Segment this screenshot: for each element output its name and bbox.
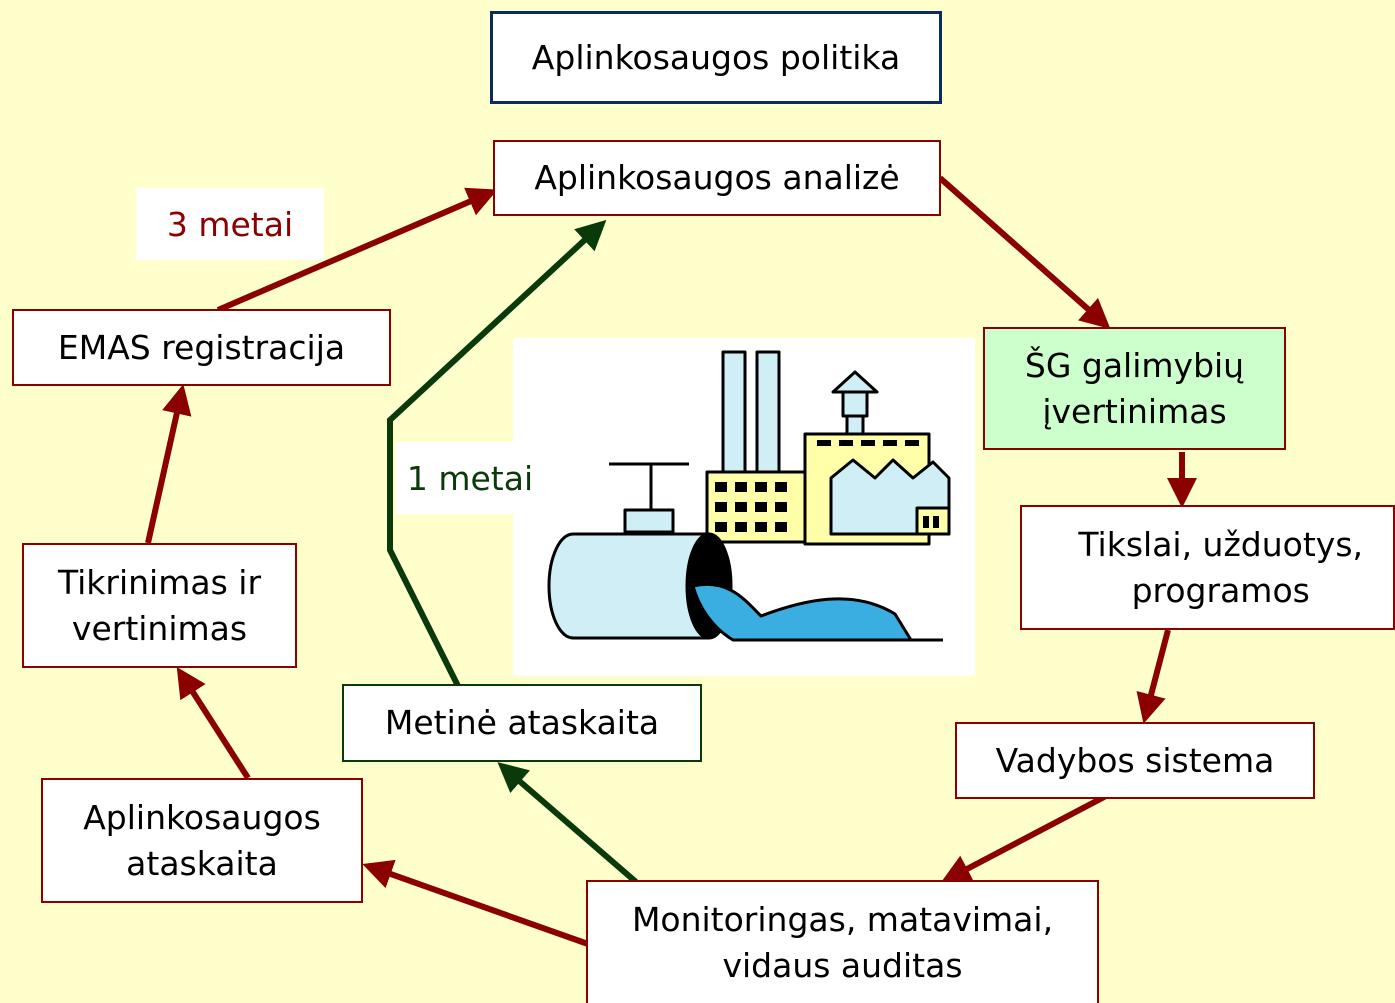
arrow-monitoring-to-env-report (362, 859, 590, 947)
verification-box: Tikrinimas ir vertinimas (22, 543, 297, 668)
analysis-box: Aplinkosaugos analizė (493, 140, 941, 216)
management-box: Vadybos sistema (955, 722, 1315, 799)
sg-assessment-box: ŠG galimybių įvertinimas (983, 327, 1286, 450)
arrow-env-report-to-verification (176, 666, 251, 780)
one-year-label: 1 metai (396, 442, 544, 514)
arrow-management-to-monitoring (940, 793, 1108, 883)
arrow-monitoring-to-annual-report (497, 762, 638, 885)
policy-box: Aplinkosaugos politika (490, 11, 942, 104)
three-years-label: 3 metai (136, 188, 324, 260)
arrow-goals-to-management (1136, 629, 1171, 724)
arrow-emas-to-analysis (216, 187, 498, 313)
monitoring-box: Monitoringas, matavimai, vidaus auditas (586, 880, 1099, 1003)
annual-report-box: Metinė ataskaita (342, 684, 702, 762)
arrow-verification-to-emas (145, 384, 192, 544)
arrow-annual-report-to-analysis (387, 219, 607, 688)
factory-pipe-discharge-icon (513, 338, 975, 676)
env-report-box: Aplinkosaugos ataskaita (41, 778, 363, 903)
emas-registration-box: EMAS registracija (12, 309, 391, 386)
arrow-analysis-to-sg (938, 175, 1111, 329)
goals-box: Tikslai, užduotys, programos (1020, 505, 1395, 630)
